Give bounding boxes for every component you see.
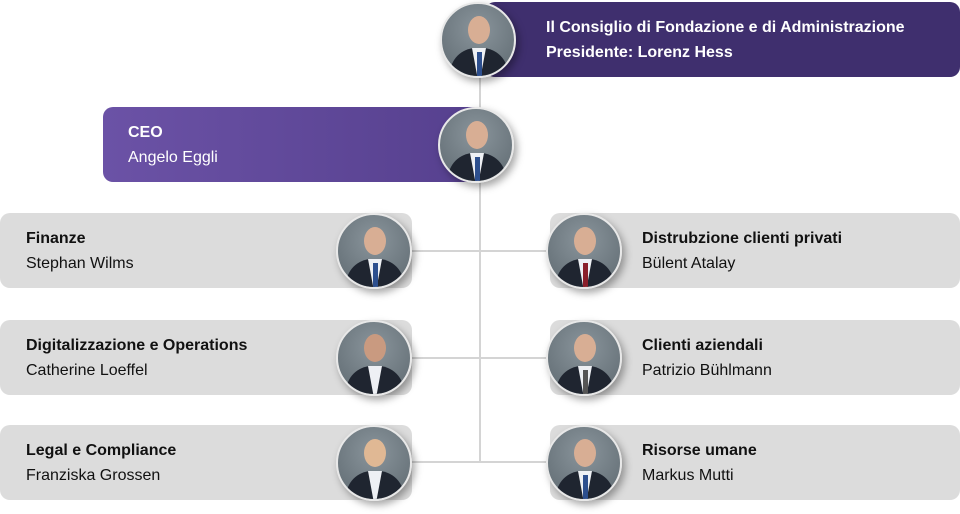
department-title: Distrubzione clienti privati — [642, 229, 843, 247]
board-president: Presidente: Lorenz Hess — [546, 43, 733, 61]
ceo-card: CEO Angelo Eggli — [103, 107, 483, 182]
avatar-photo — [336, 425, 412, 501]
avatar-photo — [546, 213, 622, 289]
department-card: Distrubzione clienti privati Bülent Atal… — [550, 213, 960, 288]
connector-vertical — [479, 70, 481, 462]
department-head: Bülent Atalay — [642, 254, 736, 272]
avatar-photo — [440, 2, 516, 78]
avatar-photo — [336, 320, 412, 396]
department-head: Franziska Grossen — [26, 466, 161, 484]
department-title: Digitalizzazione e Operations — [26, 336, 248, 354]
connector-h — [410, 250, 550, 252]
department-title: Risorse umane — [642, 441, 757, 459]
avatar-photo — [438, 107, 514, 183]
ceo-name: Angelo Eggli — [128, 148, 218, 166]
ceo-title: CEO — [128, 123, 163, 141]
department-head: Stephan Wilms — [26, 254, 134, 272]
department-head: Markus Mutti — [642, 466, 734, 484]
department-head: Patrizio Bühlmann — [642, 361, 772, 379]
department-card: Finanze Stephan Wilms — [0, 213, 412, 288]
avatar-photo — [336, 213, 412, 289]
board-title: Il Consiglio di Fondazione e di Administ… — [546, 18, 905, 36]
board-card: Il Consiglio di Fondazione e di Administ… — [485, 2, 960, 77]
department-title: Finanze — [26, 229, 86, 247]
department-title: Clienti aziendali — [642, 336, 763, 354]
department-title: Legal e Compliance — [26, 441, 177, 459]
avatar-photo — [546, 320, 622, 396]
avatar-photo — [546, 425, 622, 501]
connector-h — [410, 461, 550, 463]
department-head: Catherine Loeffel — [26, 361, 148, 379]
connector-h — [410, 357, 550, 359]
